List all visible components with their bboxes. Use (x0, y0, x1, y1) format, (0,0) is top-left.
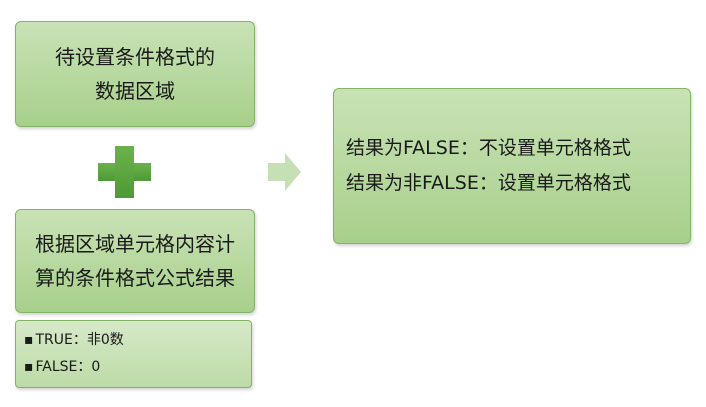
value-false-item: FALSE：0 (24, 354, 124, 381)
result-values-box: TRUE：非0数 FALSE：0 (15, 320, 252, 388)
outcome-false-line: 结果为FALSE：不设置单元格格式 (346, 137, 631, 159)
source-range-line-1: 待设置条件格式的 (55, 45, 215, 69)
value-true-item: TRUE：非0数 (24, 327, 124, 354)
formula-result-line-2: 算的条件格式公式结果 (35, 266, 235, 290)
right-arrow-icon (268, 153, 301, 191)
formula-result-box: 根据区域单元格内容计 算的条件格式公式结果 (15, 209, 255, 313)
source-range-box: 待设置条件格式的 数据区域 (15, 21, 255, 127)
formula-result-line-1: 根据区域单元格内容计 (35, 232, 235, 256)
format-outcome-box: 结果为FALSE：不设置单元格格式 结果为非FALSE：设置单元格格式 (333, 88, 691, 244)
plus-icon (98, 146, 151, 198)
outcome-nonfalse-line: 结果为非FALSE：设置单元格格式 (346, 172, 631, 194)
source-range-line-2: 数据区域 (95, 79, 175, 103)
